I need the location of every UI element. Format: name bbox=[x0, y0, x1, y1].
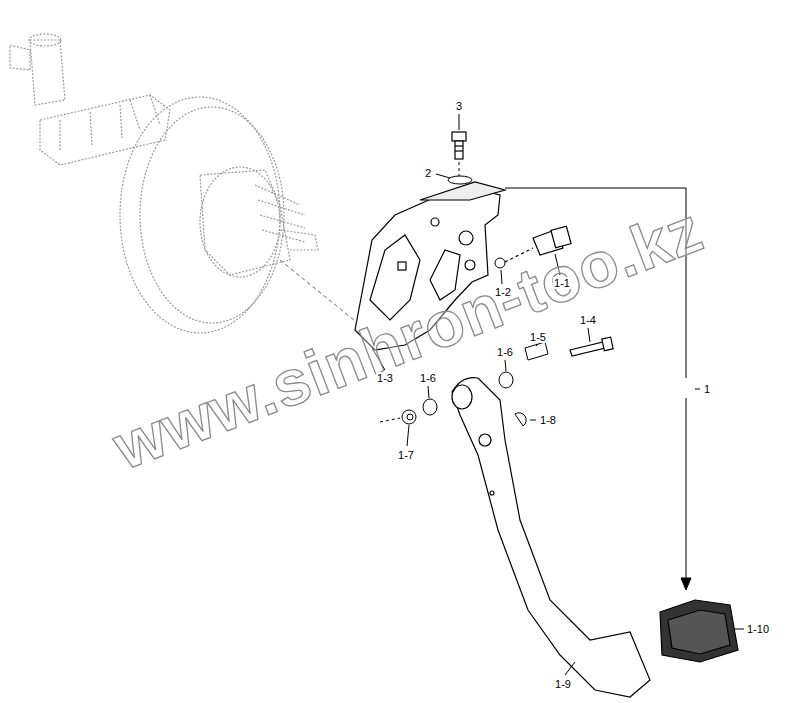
callout-number: 2 bbox=[424, 167, 432, 179]
pedal-arm bbox=[452, 378, 650, 697]
callout-number: 1-4 bbox=[579, 314, 597, 326]
callout-number: 1-6 bbox=[419, 372, 437, 384]
bushing-1-6 bbox=[499, 372, 513, 388]
callout-number: 1-7 bbox=[397, 449, 415, 461]
assembly-line bbox=[280, 260, 360, 325]
callout-number: 1-10 bbox=[746, 623, 770, 635]
callout-number: 3 bbox=[455, 100, 463, 112]
callout-number: 1-5 bbox=[529, 331, 547, 343]
bushing-1-6b bbox=[423, 399, 437, 415]
bolt-3 bbox=[452, 132, 466, 159]
clip-1-8 bbox=[515, 413, 526, 426]
callout-number: 1-1 bbox=[553, 277, 571, 289]
bushing-1-5 bbox=[525, 342, 548, 360]
pedal-pad bbox=[660, 600, 738, 662]
callout-number: 1-8 bbox=[539, 414, 557, 426]
callout-number: 1-2 bbox=[494, 286, 512, 298]
callout-number: 1-6 bbox=[496, 346, 514, 358]
callout-number: 1-9 bbox=[554, 678, 572, 690]
brake-booster bbox=[10, 34, 318, 333]
callout-number: 1 bbox=[703, 383, 711, 395]
callout-number: 1-3 bbox=[376, 372, 394, 384]
nut-1-7 bbox=[402, 410, 416, 424]
bolt-1-4 bbox=[570, 337, 613, 356]
washer-2 bbox=[448, 176, 472, 184]
